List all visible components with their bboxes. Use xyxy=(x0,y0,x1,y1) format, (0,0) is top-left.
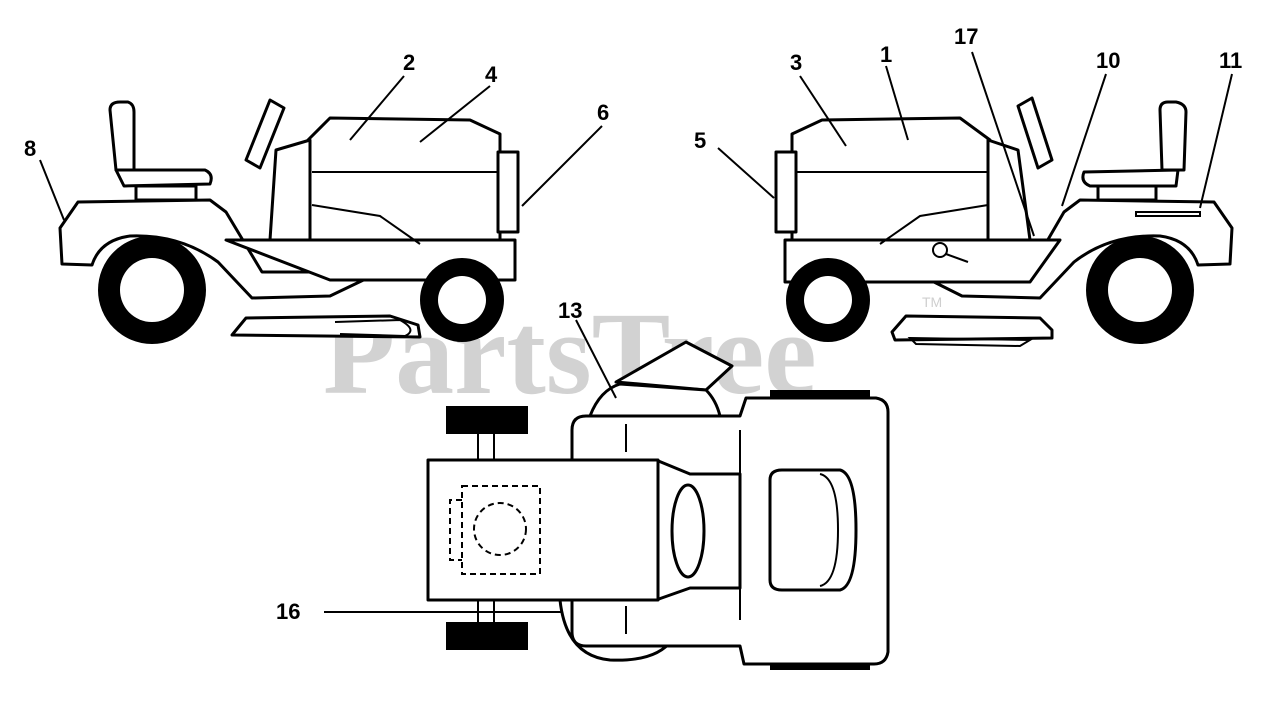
left-mower-deck xyxy=(230,314,422,339)
left-seat-cushion xyxy=(114,168,213,188)
top-front-axle-upper xyxy=(477,434,495,460)
top-front-wheel-upper xyxy=(446,406,528,434)
top-seat-outline xyxy=(819,473,840,587)
callout-8: 8 xyxy=(24,136,36,161)
left-rear-hub xyxy=(120,258,184,322)
leader-10 xyxy=(1061,73,1107,207)
callout-16: 16 xyxy=(276,599,300,624)
watermark-text: PartsTree xyxy=(323,288,817,419)
callout-2: 2 xyxy=(403,50,415,75)
left-engine-hood xyxy=(306,116,502,242)
left-seat-base xyxy=(134,184,198,202)
leader-1 xyxy=(885,65,909,141)
left-hood-front-grille xyxy=(496,150,520,234)
watermark-trademark: TM xyxy=(922,294,942,310)
callout-3: 3 xyxy=(790,50,802,75)
callout-4: 4 xyxy=(485,62,498,87)
left-deck-chute xyxy=(334,318,412,338)
right-key-switch xyxy=(932,242,948,258)
left-hood-side-panel xyxy=(311,204,421,245)
top-chute-mount xyxy=(588,382,722,418)
right-steering-wheel xyxy=(1016,96,1054,170)
callout-labels: 8 2 4 6 3 1 5 17 10 11 13 16 xyxy=(24,24,1242,624)
leader-17 xyxy=(971,51,1035,237)
callout-17: 17 xyxy=(954,24,978,49)
leader-6 xyxy=(521,125,603,207)
right-front-hub xyxy=(804,276,852,324)
top-engine-side xyxy=(449,499,462,561)
right-seat-base xyxy=(1096,184,1158,202)
leader-5 xyxy=(717,147,775,199)
top-hood xyxy=(426,458,660,602)
right-rear-hub xyxy=(1108,258,1172,322)
left-front-hub xyxy=(438,276,486,324)
right-hood-front-grille xyxy=(774,150,798,234)
top-front-axle-lower xyxy=(477,598,495,622)
callout-5: 5 xyxy=(694,128,706,153)
top-seat xyxy=(768,468,858,592)
leader-13 xyxy=(1199,73,1233,209)
leader-3 xyxy=(799,75,847,147)
right-mower-deck xyxy=(890,314,1054,342)
callout-10: 10 xyxy=(1096,48,1120,73)
top-steering-wheel xyxy=(670,483,706,579)
top-engine-outline xyxy=(461,485,541,575)
leader-2 xyxy=(349,75,405,141)
right-side-view-tractor xyxy=(774,96,1234,348)
top-engine-air-filter xyxy=(473,502,527,556)
leader-lines xyxy=(39,51,1233,613)
right-key-stem xyxy=(945,253,969,263)
right-seat-back xyxy=(1158,100,1188,172)
left-side-view-tractor xyxy=(58,98,520,344)
watermark: PartsTree TM xyxy=(323,288,942,419)
right-fender-decal-strip xyxy=(1135,211,1201,217)
leader-4 xyxy=(419,85,491,143)
callout-6: 6 xyxy=(597,100,609,125)
right-engine-hood xyxy=(790,116,992,242)
right-dash xyxy=(986,138,1032,242)
top-front-wheel-lower xyxy=(446,622,528,650)
callout-11: 13 xyxy=(558,298,582,323)
left-steering-wheel xyxy=(244,98,286,170)
left-seat-back xyxy=(108,100,136,172)
callout-1: 1 xyxy=(880,42,892,67)
top-view-tractor xyxy=(426,340,890,670)
right-hood-side-panel xyxy=(879,204,989,245)
right-seat-cushion xyxy=(1081,168,1180,188)
left-dash xyxy=(268,138,312,242)
callout-13: 11 xyxy=(1219,48,1242,73)
leader-8 xyxy=(39,159,65,221)
right-deck-chute xyxy=(907,336,1034,348)
leader-11 xyxy=(575,319,617,399)
